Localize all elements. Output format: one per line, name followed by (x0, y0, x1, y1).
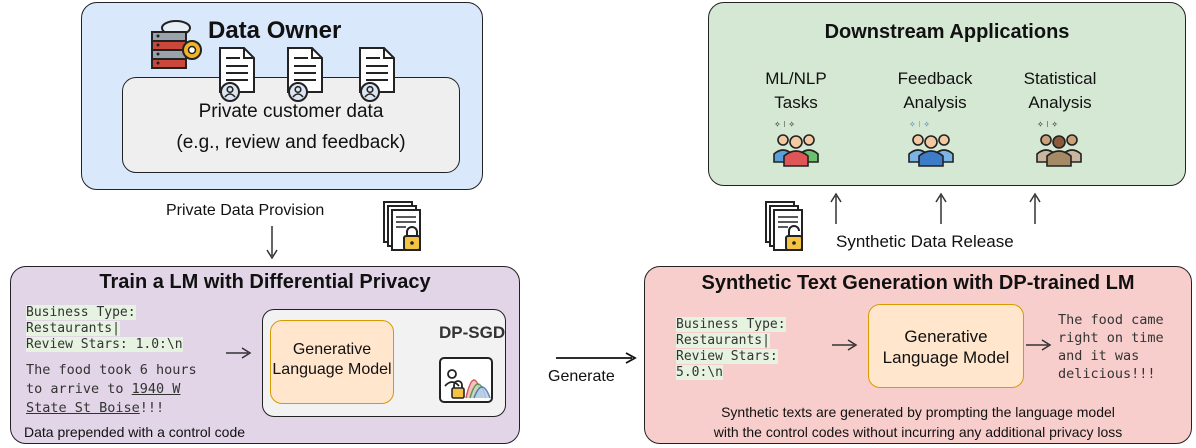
train-model-label: Generative Language Model (272, 341, 392, 378)
generate-arrow (556, 352, 637, 364)
control-code-line: Review Stars: (676, 349, 778, 364)
control-code-line: Restaurants| (26, 321, 120, 336)
app-label-line: ML/NLP (765, 69, 827, 88)
train-control-code: Business Type: Restaurants| Review Stars… (26, 305, 183, 353)
people-group-icon: ✧ ⁝ ✧ (773, 120, 819, 167)
unlocked-documents-icon (765, 201, 803, 251)
data-owner-title: Data Owner (208, 17, 342, 44)
train-footer: Data prepended with a control code (24, 424, 246, 440)
control-code-line: Business Type: (26, 305, 136, 320)
review-line: to arrive to (26, 381, 132, 397)
output-line: right on time (1058, 330, 1164, 346)
app-label-line: Tasks (774, 93, 818, 112)
release-arrow (1029, 192, 1041, 224)
svg-text:✧ ⁝ ✧: ✧ ⁝ ✧ (1037, 120, 1058, 129)
app-label-line: Analysis (1028, 93, 1092, 112)
synth-input-arrow (832, 339, 858, 351)
people-group-icon: ✧ ⁝ ✧ (1036, 120, 1082, 167)
review-pii-address: 1940 W (131, 381, 181, 397)
train-lm-title: Train a LM with Differential Privacy (99, 271, 431, 293)
app-label: Statistical Analysis (1000, 67, 1120, 115)
review-line: The food took 6 hours (26, 362, 197, 378)
synth-output-arrow (1026, 339, 1052, 351)
app-label: Feedback Analysis (880, 67, 990, 115)
synth-footer-line2: with the control codes without incurring… (713, 424, 1123, 440)
svg-text:✧ ⁝ ✧: ✧ ⁝ ✧ (909, 120, 930, 129)
review-line: !!! (139, 400, 165, 416)
release-arrow (935, 192, 947, 224)
output-line: and it was (1058, 348, 1140, 364)
svg-text:✧ ⁝ ✧: ✧ ⁝ ✧ (774, 120, 795, 129)
app-label-line: Statistical (1023, 69, 1097, 88)
train-review-text: The food took 6 hours to arrive to 1940 … (26, 361, 197, 418)
control-code-line: Restaurants| (676, 333, 770, 348)
server-icon (151, 20, 202, 69)
private-data-provision-label: Private Data Provision (166, 202, 325, 219)
customer-document-icon (219, 47, 255, 102)
provision-arrow (266, 226, 278, 260)
synthetic-data-release-label: Synthetic Data Release (836, 232, 1014, 251)
release-arrow (830, 192, 842, 224)
synthetic-generation-title: Synthetic Text Generation with DP-traine… (701, 272, 1135, 294)
control-code-line: 5.0:\n (676, 365, 723, 380)
control-code-line: Business Type: (676, 317, 786, 332)
customer-document-icon (359, 47, 395, 102)
output-line: The food came (1058, 312, 1164, 328)
generate-label: Generate (548, 368, 615, 385)
private-data-line1: Private customer data (198, 101, 384, 122)
app-label-line: Analysis (903, 93, 967, 112)
downstream-title: Downstream Applications (824, 21, 1070, 43)
train-input-arrow (226, 347, 252, 359)
synth-generative-model (868, 304, 1024, 388)
privacy-distribution-icon (439, 357, 493, 403)
synthetic-output-text: The food came right on time and it was d… (1058, 311, 1164, 383)
output-line: delicious!!! (1058, 366, 1156, 382)
dp-sgd-label: DP-SGD (439, 323, 506, 342)
control-code-line: Review Stars: 1.0:\n (26, 337, 183, 352)
synth-model-label: Generative Language Model (882, 327, 1010, 367)
train-generative-model (270, 320, 394, 404)
locked-documents-icon (383, 201, 421, 251)
review-pii-address: State St Boise (26, 400, 140, 416)
synth-control-code: Business Type: Restaurants| Review Stars… (676, 317, 786, 381)
app-label-line: Feedback (897, 69, 973, 88)
app-label: ML/NLP Tasks (746, 67, 846, 115)
private-data-line2: (e.g., review and feedback) (176, 132, 406, 153)
synth-footer-line1: Synthetic texts are generated by prompti… (721, 404, 1115, 420)
people-group-icon: ✧ ⁝ ✧ (908, 120, 954, 167)
customer-document-icon (287, 47, 323, 102)
